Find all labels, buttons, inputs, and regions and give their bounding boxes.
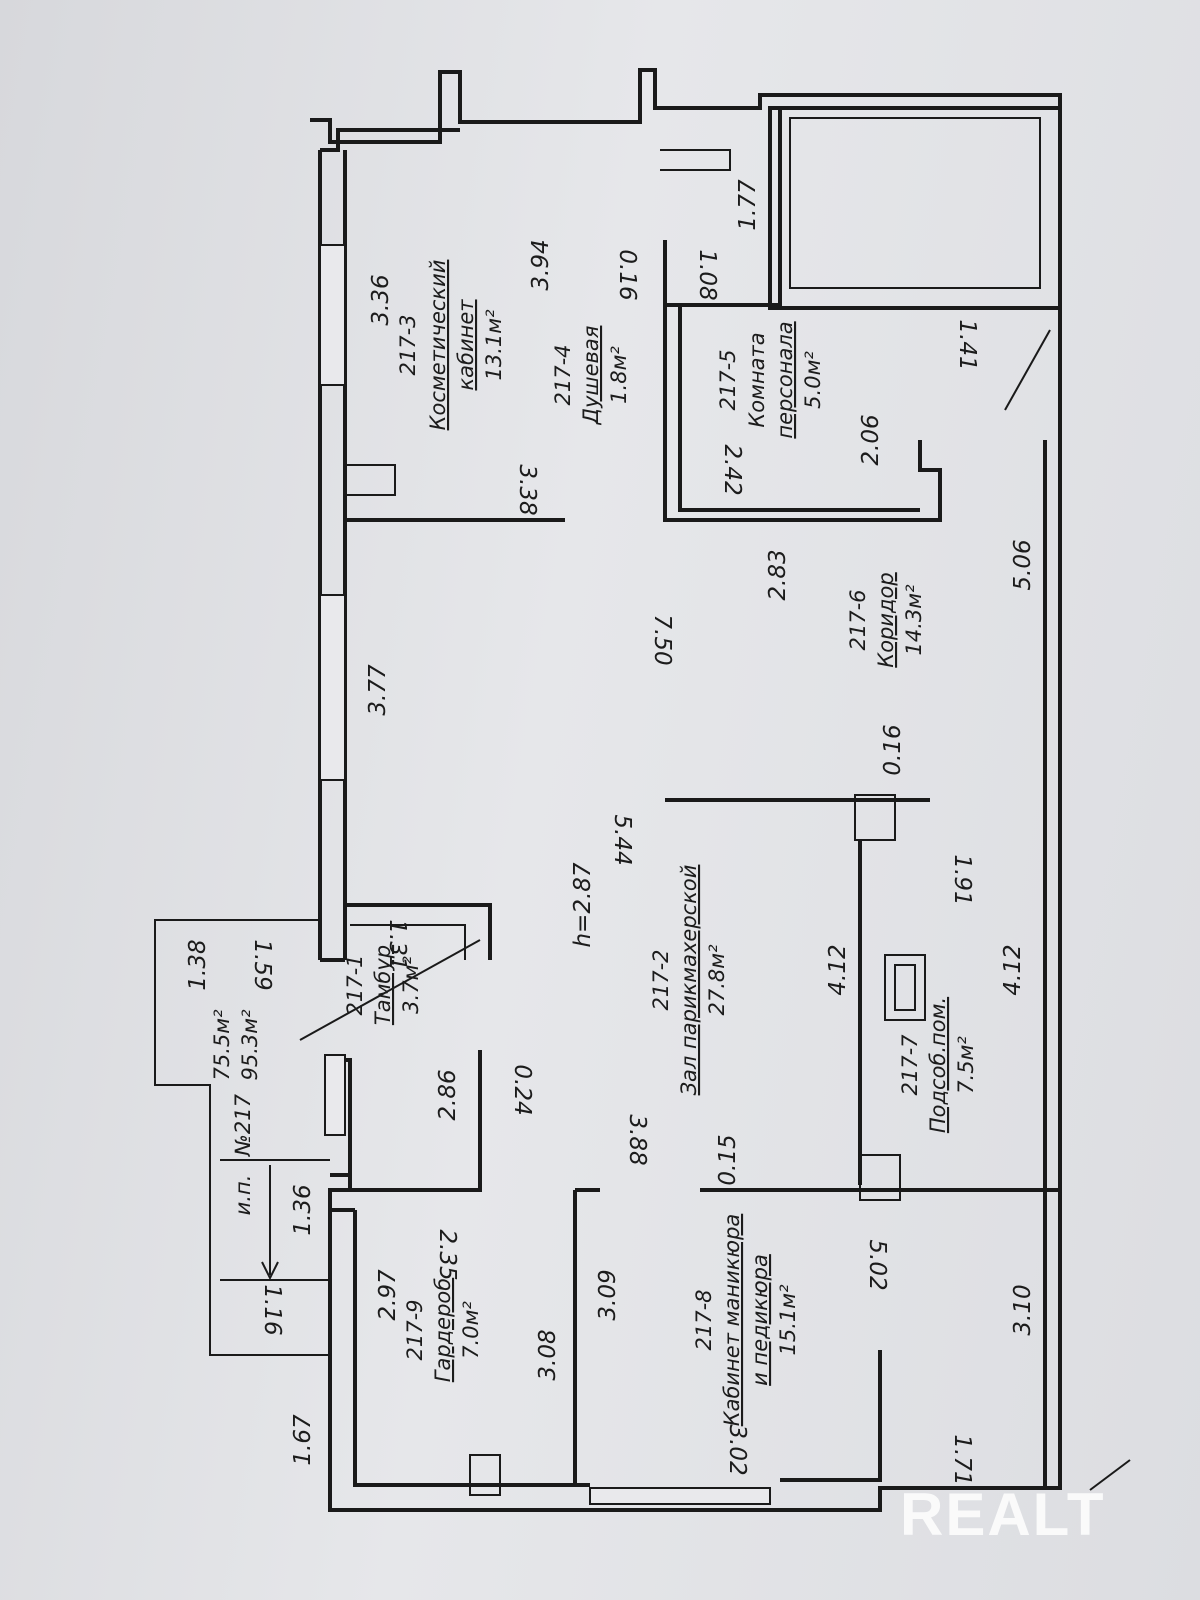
dim-label: 1.36 — [290, 1184, 316, 1235]
room-label-217-8: 217-8 Кабинет маникюра и педикюра 15.1м² — [692, 1214, 800, 1427]
room-name: Комната — [745, 332, 769, 427]
dim-label: 4.12 — [1000, 944, 1026, 995]
dim-label: 1.08 — [694, 249, 720, 300]
room-area: 15.1м² — [776, 1284, 800, 1356]
room-label-217-1: 217-1 Тамбур 3.7м² — [343, 945, 423, 1025]
room-name: персонала — [773, 321, 797, 438]
room-id: 217-1 — [343, 954, 367, 1015]
dim-label: 1.38 — [185, 939, 211, 990]
room-area: 7.5м² — [954, 1036, 978, 1094]
room-area: 14.3м² — [902, 584, 926, 656]
unit-area-main: 75.5м² — [210, 1009, 234, 1081]
unit-entrance: и.п. — [231, 1175, 255, 1216]
dim-label: 1.41 — [954, 319, 980, 370]
dim-label: 0.16 — [614, 249, 640, 300]
dim-label: 1.67 — [290, 1414, 316, 1466]
dim-label: 2.83 — [765, 549, 791, 600]
room-id: 217-4 — [551, 344, 575, 405]
room-label-217-7: 217-7 Подсоб.пом. 7.5м² — [898, 997, 978, 1133]
dim-label: 4.12 — [825, 944, 851, 995]
dim-label: 5.06 — [1010, 539, 1036, 590]
realt-watermark: REALT — [900, 1481, 1106, 1548]
dim-label: 3.38 — [514, 464, 540, 515]
dimension-labels: 3.36 3.94 0.16 1.08 1.77 3.38 2.42 2.06 … — [185, 179, 1036, 1486]
room-id: 217-2 — [649, 949, 673, 1010]
dim-label: 2.97 — [375, 1269, 401, 1321]
dim-label: 1.91 — [949, 854, 975, 905]
room-name: Подсоб.пом. — [926, 997, 950, 1133]
dim-label: 3.77 — [365, 664, 391, 716]
room-label-217-6: 217-6 Коридор 14.3м² — [846, 572, 926, 667]
windows — [319, 244, 771, 1505]
room-area: 3.7м² — [399, 956, 423, 1014]
room-id: 217-9 — [403, 1299, 427, 1360]
partitions — [154, 106, 1131, 1496]
dim-label: 1.16 — [259, 1284, 285, 1335]
walls — [310, 68, 1062, 1512]
unit-area-total: 95.3м² — [238, 1009, 262, 1081]
room-name: Душевая — [579, 326, 603, 426]
ceiling-height-label: h=2.87 — [570, 862, 596, 947]
unit-number-group: и.п. №217 — [231, 1093, 255, 1215]
dim-label: 3.09 — [595, 1269, 621, 1320]
room-label-217-9: 217-9 Гардероб 7.0м² — [403, 1278, 483, 1383]
room-label-217-3: 217-3 Косметический кабинет 13.1м² — [396, 260, 506, 431]
room-label-217-4: 217-4 Душевая 1.8м² — [551, 326, 631, 426]
dim-label: 3.88 — [624, 1114, 650, 1165]
room-name: и педикюра — [748, 1254, 772, 1386]
dim-label: 3.36 — [368, 274, 394, 325]
dim-label: 2.06 — [858, 414, 884, 465]
room-id: 217-5 — [716, 349, 740, 410]
dim-label: 7.50 — [649, 614, 675, 665]
room-id: 217-3 — [396, 314, 420, 375]
ceiling-height: h=2.87 — [570, 862, 596, 947]
dim-label: 0.16 — [880, 724, 906, 775]
dim-label: 5.44 — [609, 814, 635, 865]
room-id: 217-8 — [692, 1289, 716, 1350]
dim-label: 2.86 — [435, 1069, 461, 1120]
dim-label: 1.71 — [949, 1434, 975, 1485]
dim-label: 3.94 — [528, 239, 554, 290]
room-name: Зал парикмахерской — [677, 865, 701, 1096]
unit-number: №217 — [231, 1093, 255, 1157]
dim-label: 3.02 — [724, 1424, 750, 1475]
dim-label: 3.10 — [1010, 1284, 1036, 1335]
room-label-217-5: 217-5 Комната персонала 5.0м² — [716, 321, 825, 438]
room-area: 27.8м² — [705, 944, 729, 1016]
room-label-217-2: 217-2 Зал парикмахерской 27.8м² — [649, 865, 729, 1096]
room-id: 217-6 — [846, 589, 870, 650]
unit-summary: 75.5м² 95.3м² — [210, 1009, 262, 1081]
dim-label: 0.15 — [715, 1134, 741, 1185]
dim-label: 2.35 — [434, 1229, 460, 1280]
room-name: кабинет — [454, 299, 478, 391]
room-name: Косметический — [426, 260, 450, 431]
room-name: Коридор — [874, 572, 898, 667]
room-id: 217-7 — [898, 1034, 922, 1096]
room-name: Кабинет маникюра — [720, 1214, 744, 1427]
room-area: 7.0м² — [459, 1301, 483, 1359]
dim-label: 3.08 — [535, 1329, 561, 1380]
dim-label: 5.02 — [864, 1239, 890, 1290]
room-name: Тамбур — [371, 945, 395, 1025]
dim-label: 1.31 — [384, 919, 410, 970]
room-area: 1.8м² — [607, 346, 631, 404]
room-area: 5.0м² — [801, 351, 825, 409]
room-labels: 217-3 Косметический кабинет 13.1м² 217-4… — [210, 260, 978, 1427]
room-area: 13.1м² — [482, 309, 506, 381]
room-name: Гардероб — [431, 1278, 455, 1383]
dim-label: 1.77 — [735, 179, 761, 231]
dim-label: 0.24 — [509, 1064, 535, 1115]
dim-label: 2.42 — [719, 444, 745, 495]
dim-label: 1.59 — [249, 939, 275, 990]
